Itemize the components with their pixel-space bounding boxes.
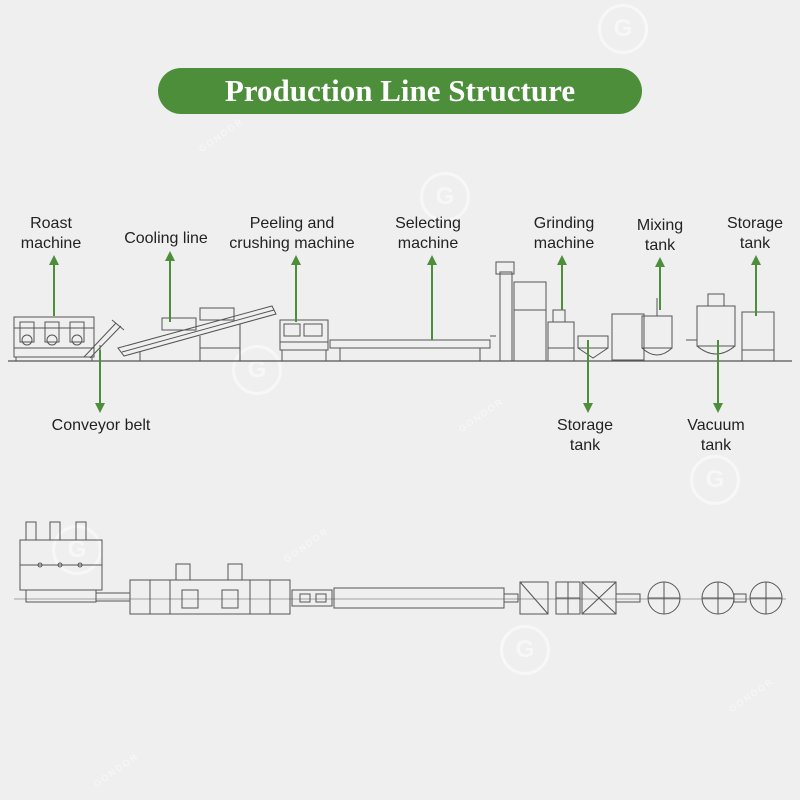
grinding-machine-drawing [547,309,575,361]
page-title: Production Line Structure [224,73,576,108]
plan-view-drawing [14,521,786,615]
watermark-logo-icon: G [598,4,648,54]
cooling-line-drawing [117,305,277,361]
mixing-tank-drawing [611,298,673,361]
storage-tank-end-drawing [741,311,775,361]
watermark-logo-icon: G [500,625,550,675]
title-banner: Production Line Structure [158,68,642,114]
watermark-logo-icon: G [52,525,102,575]
watermark-logo-icon: G [420,172,470,222]
roast-machine-drawing [13,316,95,361]
bucket-elevator-drawing [495,261,547,362]
peeling-crushing-drawing [279,319,329,361]
watermark-logo-icon: G [690,455,740,505]
selecting-machine-drawing [329,335,496,361]
conveyor-belt-drawing [83,319,125,361]
vacuum-tank-drawing [686,293,736,355]
label-conveyor-belt: Conveyor belt [51,417,151,434]
storage-tank-small-drawing [577,335,609,359]
label-cooling-line: Cooling line [124,230,208,247]
watermark-logo-icon: G [232,345,282,395]
